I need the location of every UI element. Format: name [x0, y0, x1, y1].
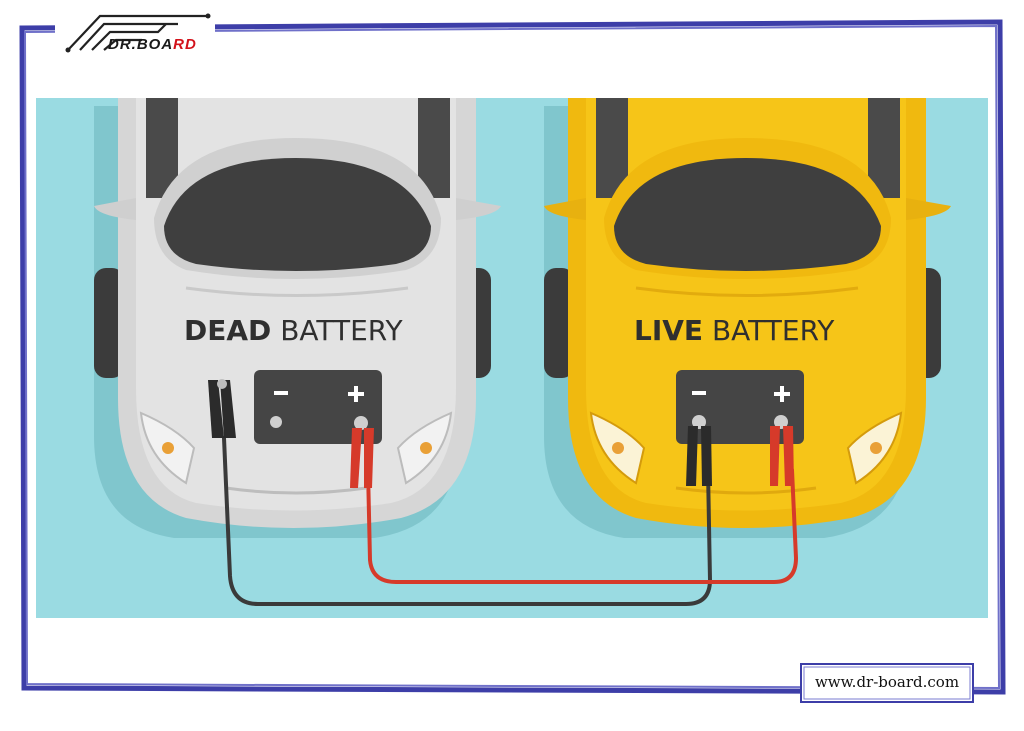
url-badge — [800, 663, 974, 703]
live-label-bold: LIVE — [634, 314, 704, 347]
red-clamp-dead — [350, 416, 374, 488]
website-url: www.dr-board.com — [814, 673, 960, 691]
logo-circuit-icon — [65, 13, 211, 53]
black-clamp-live — [686, 415, 712, 486]
logo-text: DR.BOARD — [108, 36, 197, 53]
logo-text-accent: RD — [173, 36, 197, 53]
red-clamp-live — [770, 415, 794, 486]
jump-start-illustration: DEAD BATTERY LIVE BATTERY — [36, 98, 988, 618]
dead-label-rest: BATTERY — [280, 314, 403, 347]
live-battery-label: LIVE BATTERY — [634, 314, 834, 347]
dead-battery-label: DEAD BATTERY — [184, 314, 403, 347]
dead-label-bold: DEAD — [184, 314, 272, 347]
logo-text-main: DR.BOA — [108, 36, 174, 53]
black-clamp-dead — [208, 379, 236, 438]
jumper-cables — [222, 436, 799, 606]
live-battery-car — [544, 98, 951, 538]
live-label-rest: BATTERY — [711, 314, 835, 347]
